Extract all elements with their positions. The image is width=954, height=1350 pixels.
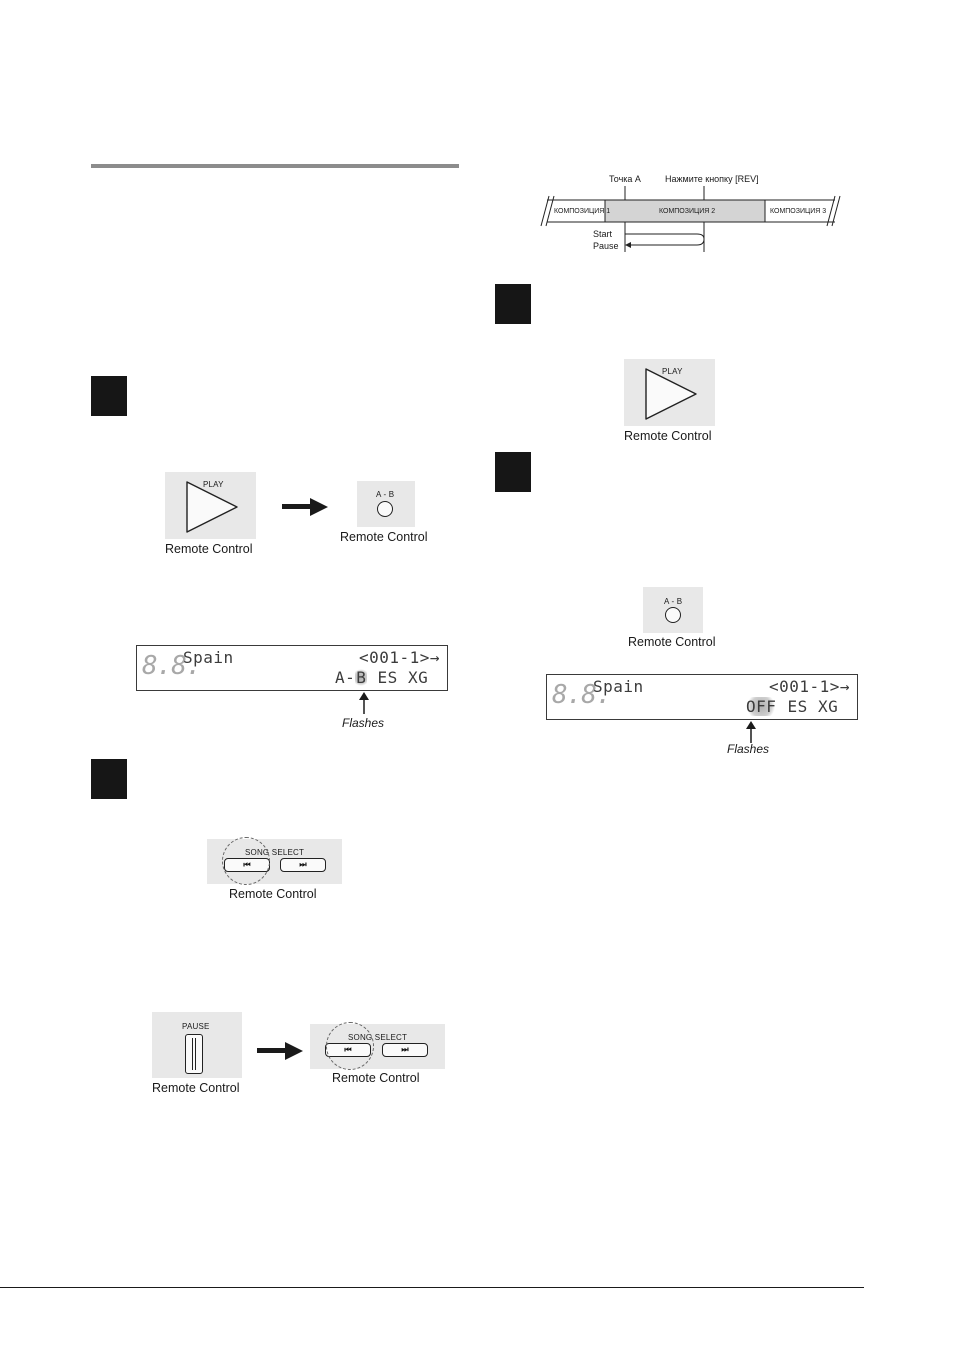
pause-icon <box>185 1034 203 1074</box>
arrow-up-icon <box>359 692 369 714</box>
ab-circle-icon <box>665 607 681 623</box>
flashes-label: Flashes <box>342 716 385 730</box>
song-select-label: SONG SELECT <box>348 1033 408 1042</box>
point-a-label: Точка А <box>609 174 641 184</box>
press-rev-label: Нажмите кнопку [REV] <box>665 174 759 184</box>
pause-label: Pause <box>593 241 619 251</box>
play-icon <box>186 481 238 533</box>
lcd-status-off-flashing: OFF <box>745 697 778 716</box>
lcd-counter: <001-1>→ <box>769 677 851 696</box>
play-icon <box>645 368 697 420</box>
arrow-right-icon <box>282 498 328 516</box>
arrow-up-icon <box>746 721 756 743</box>
ab-button-panel[interactable]: A - B <box>643 587 703 633</box>
lcd-status-line: OFF ES XG <box>745 697 838 716</box>
next-track-button[interactable]: ⏭ <box>382 1043 428 1057</box>
remote-control-caption: Remote Control <box>152 1081 240 1095</box>
ab-label: A - B <box>664 597 683 606</box>
lcd-segment-digits: 8.8. <box>552 680 612 710</box>
skip-forward-icon: ⏭ <box>401 1045 409 1054</box>
lcd-display: 8.8. Spain <001-1>→ OFF ES XG <box>546 674 858 720</box>
pause-button-panel[interactable]: PAUSE <box>152 1012 242 1078</box>
flashes-label: Flashes <box>727 742 770 756</box>
remote-control-caption: Remote Control <box>624 429 712 443</box>
remote-control-caption: Remote Control <box>332 1071 420 1085</box>
highlight-circle <box>326 1022 374 1070</box>
ab-label: A - B <box>376 490 395 499</box>
lcd-status-rest: ES XG <box>777 697 839 716</box>
song-select-panel[interactable]: SONG SELECT ⏮ ⏭ <box>207 837 342 885</box>
track3-label: КОМПОЗИЦИЯ 3 <box>770 208 827 215</box>
song-select-label: SONG SELECT <box>245 848 305 857</box>
step-marker <box>495 284 531 324</box>
lcd-counter: <001-1>→ <box>359 648 441 667</box>
remote-control-caption: Remote Control <box>340 530 428 544</box>
track1-label: КОМПОЗИЦИЯ 1 <box>554 208 611 215</box>
lcd-display: 8.8. Spain <001-1>→ A-B ES XG <box>136 645 448 691</box>
lcd-status-a: A- <box>335 668 356 687</box>
lcd-song-title: Spain <box>593 677 644 696</box>
lcd-status-b-flashing: B <box>355 668 368 687</box>
remote-control-caption: Remote Control <box>165 542 253 556</box>
lcd-status-rest: ES XG <box>367 668 429 687</box>
section-rule <box>91 164 459 168</box>
step-marker <box>91 376 127 416</box>
step-marker <box>495 452 531 492</box>
lcd-segment-digits: 8.8. <box>142 651 202 681</box>
ab-circle-icon <box>377 501 393 517</box>
arrow-right-icon <box>257 1042 303 1060</box>
ab-button-panel[interactable]: A - B <box>357 481 415 527</box>
track2-label: КОМПОЗИЦИЯ 2 <box>659 208 716 215</box>
remote-control-caption: Remote Control <box>628 635 716 649</box>
lcd-song-title: Spain <box>183 648 234 667</box>
remote-control-caption: Remote Control <box>229 887 317 901</box>
highlight-circle <box>222 837 270 885</box>
play-button-panel[interactable]: PLAY <box>624 359 715 426</box>
timeline-graphic <box>540 186 841 252</box>
lcd-status-line: A-B ES XG <box>335 668 428 687</box>
play-label: PLAY <box>203 480 224 489</box>
start-label: Start <box>593 229 613 239</box>
song-select-panel[interactable]: SONG SELECT ⏮ ⏭ <box>310 1022 445 1070</box>
skip-forward-icon: ⏭ <box>299 860 307 869</box>
footer-rule <box>0 1287 864 1288</box>
timeline-diagram: Точка А Нажмите кнопку [REV] КОМПОЗИЦИЯ … <box>535 170 845 260</box>
play-button-panel[interactable]: PLAY <box>165 472 256 539</box>
pause-label: PAUSE <box>182 1022 210 1031</box>
play-label: PLAY <box>662 367 683 376</box>
next-track-button[interactable]: ⏭ <box>280 858 326 872</box>
step-marker <box>91 759 127 799</box>
